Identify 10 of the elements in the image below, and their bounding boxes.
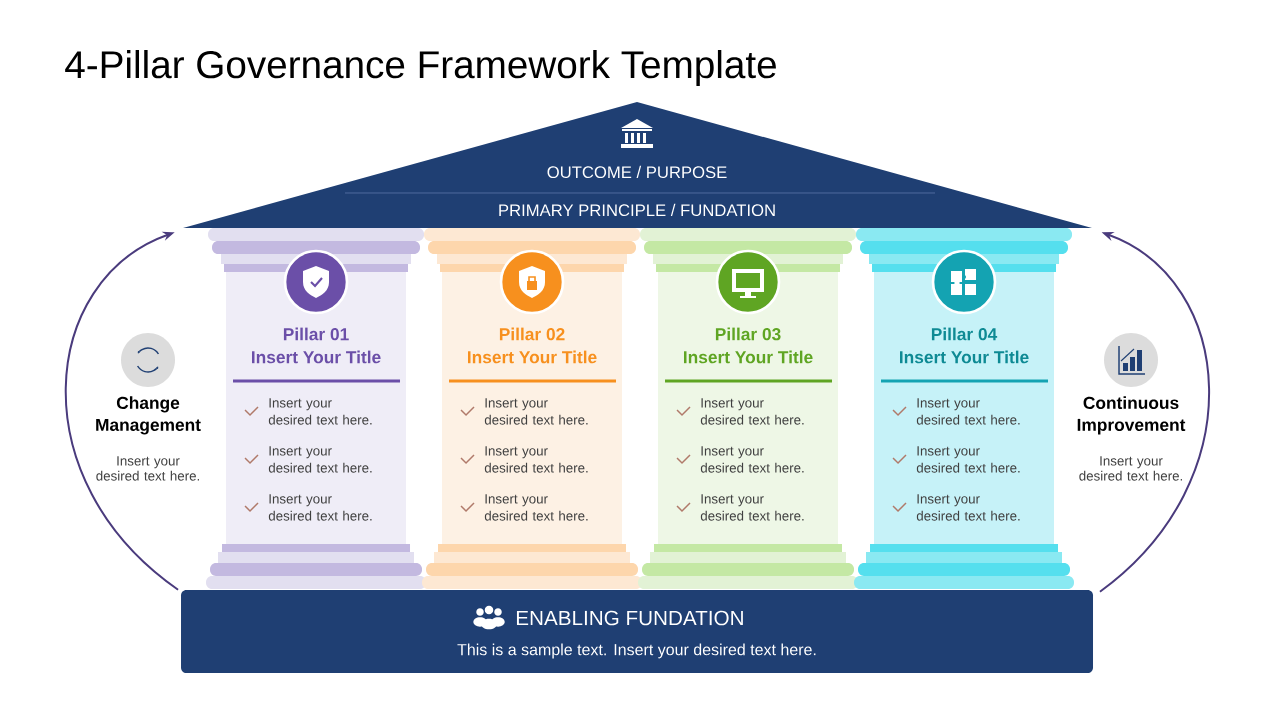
foundation-text: This is a sample text. Insert your desired text here. (457, 643, 816, 659)
roof-text: PRIMARY PRINCIPLE / FUNDATION (499, 203, 775, 217)
side-heading: Change Management (96, 396, 201, 435)
side-text: Insert your desired text here. (1079, 456, 1182, 481)
foundation-heading: ENABLING FUNDATION (516, 610, 743, 626)
roof-text: OUTCOME / PURPOSE (547, 165, 727, 179)
slide-title: 4-Pillar Governance Framework Template (65, 49, 776, 86)
curved-arrow (64, 231, 180, 591)
side-text: Insert your desired text here. (96, 456, 199, 481)
side-heading: Continuous Improvement (1077, 396, 1186, 435)
